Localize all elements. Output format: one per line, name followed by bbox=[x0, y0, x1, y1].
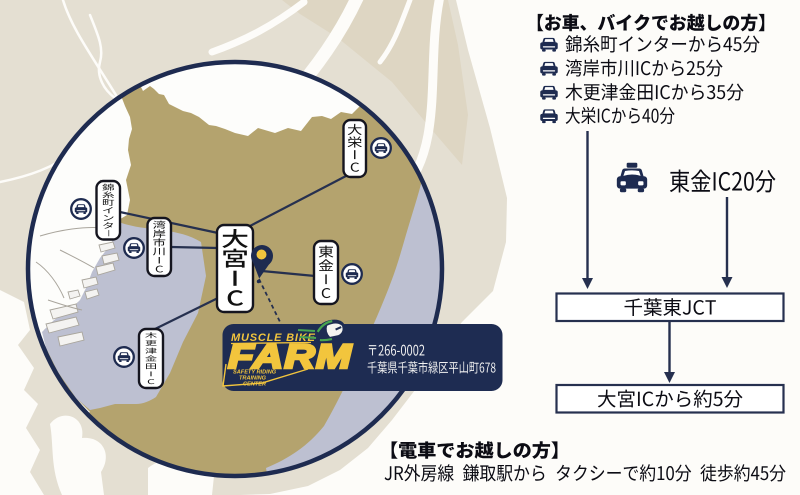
svg-text:TRAINING: TRAINING bbox=[239, 376, 267, 382]
svg-text:MUSCLE BIKE: MUSCLE BIKE bbox=[231, 332, 316, 344]
svg-text:SAFETY RIDING: SAFETY RIDING bbox=[233, 370, 277, 376]
svg-text:CENTER: CENTER bbox=[243, 382, 266, 388]
svg-text:FARM: FARM bbox=[228, 338, 352, 376]
